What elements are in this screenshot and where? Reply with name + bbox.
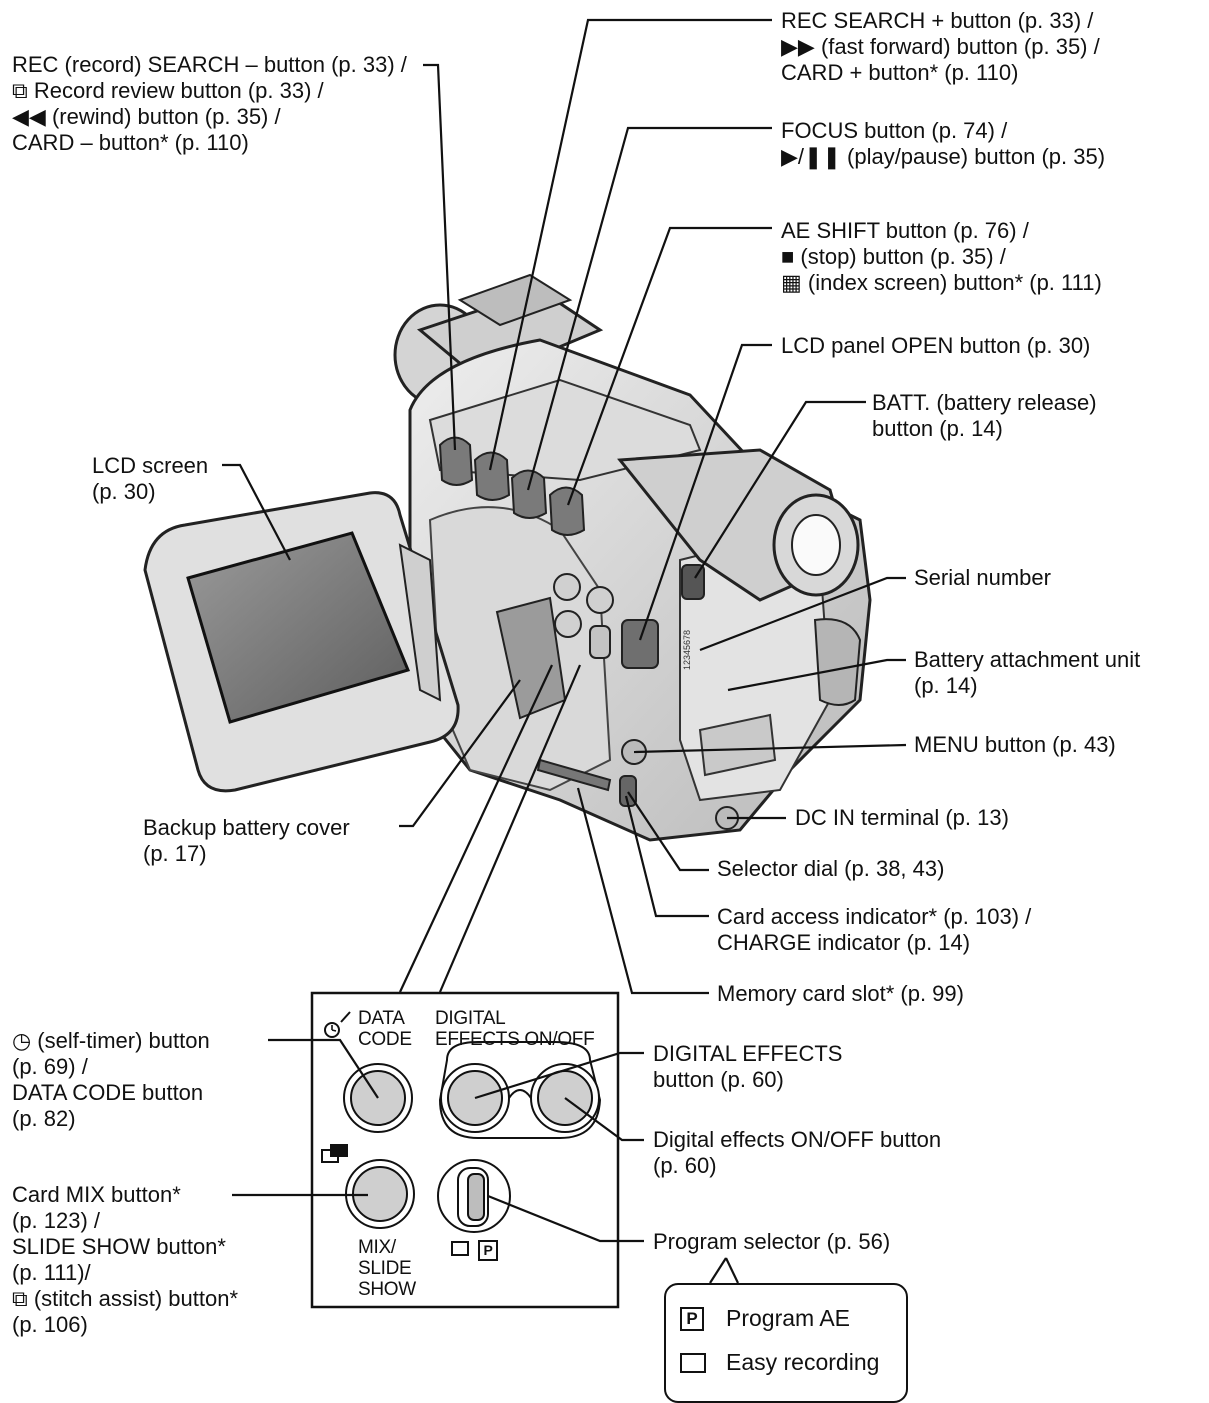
button-panel-inset [310,991,620,1309]
label-line: CARD + button* (p. 110) [781,60,1019,85]
panel-mix-text: MIX/ SLIDE SHOW [358,1237,416,1300]
label-card-mix: Card MIX button* (p. 123) / SLIDE SHOW b… [12,1182,238,1338]
legend-easy-label: Easy recording [726,1349,880,1375]
label-line: (p. 123) / [12,1208,101,1233]
easy-recording-icon [680,1352,706,1373]
label-line: LCD panel OPEN button (p. 30) [781,333,1091,358]
label-line: CHARGE indicator (p. 14) [717,930,971,955]
label-digital-onoff: Digital effects ON/OFF button (p. 60) [653,1127,941,1179]
label-line: REC (record) SEARCH – button (p. 33) / [12,52,407,77]
camera-body: 12345678 [408,338,872,842]
panel-line: DIGITAL [435,1008,506,1029]
label-line: SLIDE SHOW button* [12,1234,226,1259]
label-digital-effects: DIGITAL EFFECTS button (p. 60) [653,1041,842,1093]
inset-leader-lines [232,1038,739,1284]
label-line: ■ (stop) button (p. 35) / [781,244,1006,269]
label-line: ▦ (index screen) button* (p. 111) [781,270,1102,295]
label-focus: FOCUS button (p. 74) / ▶/❚❚ (play/pause)… [781,118,1105,170]
label-menu: MENU button (p. 43) [914,732,1116,758]
label-selector-dial: Selector dial (p. 38, 43) [717,856,944,882]
label-line: Digital effects ON/OFF button [653,1127,942,1152]
label-line: (p. 111)/ [12,1260,91,1285]
leader-lines [222,18,907,995]
label-line: LCD screen [92,453,209,478]
label-line: ▶/❚❚ (play/pause) button (p. 35) [781,144,1106,169]
panel-line: MIX/ [358,1237,396,1258]
label-line: (p. 82) [12,1106,76,1131]
label-line: BATT. (battery release) [872,390,1097,415]
panel-line: SHOW [358,1279,416,1300]
label-line: CARD – button* (p. 110) [12,130,249,155]
label-line: Memory card slot* (p. 99) [717,981,964,1006]
label-line: Selector dial (p. 38, 43) [717,856,945,881]
panel-p-mark: P [478,1240,498,1261]
label-line: DC IN terminal (p. 13) [795,805,1009,830]
legend-row-program-ae: P Program AE [680,1305,850,1332]
label-line: ◷ (self-timer) button [12,1028,210,1053]
label-line: (p. 69) / [12,1054,88,1079]
label-rec-search-plus: REC SEARCH + button (p. 33) / ▶▶ (fast f… [781,8,1100,86]
panel-digital-effects-text: DIGITAL EFFECTS ON/OFF [435,1008,595,1050]
program-legend: P Program AE Easy recording [664,1283,908,1403]
label-line: Program selector (p. 56) [653,1229,891,1254]
panel-line: CODE [358,1029,412,1050]
label-line: Backup battery cover [143,815,350,840]
label-self-timer: ◷ (self-timer) button (p. 69) / DATA COD… [12,1028,210,1132]
lens-barrel [393,273,604,407]
label-batt: BATT. (battery release) button (p. 14) [872,390,1097,442]
label-line: (p. 17) [143,841,207,866]
label-line: Card access indicator* (p. 103) / [717,904,1032,929]
svg-text:12345678: 12345678 [682,630,692,670]
label-line: ⧉ (stitch assist) button* [12,1286,239,1311]
label-program-selector: Program selector (p. 56) [653,1229,890,1255]
label-line: FOCUS button (p. 74) / [781,118,1008,143]
label-backup-battery: Backup battery cover (p. 17) [143,815,350,867]
label-line: MENU button (p. 43) [914,732,1116,757]
label-line: DATA CODE button [12,1080,204,1105]
label-line: (p. 106) [12,1312,88,1337]
label-rec-search-minus: REC (record) SEARCH – button (p. 33) / ⧉… [12,52,407,156]
label-card-access: Card access indicator* (p. 103) / CHARGE… [717,904,1031,956]
panel-data-code-text: DATA CODE [358,1008,412,1050]
panel-line: EFFECTS ON/OFF [435,1029,595,1050]
label-line: DIGITAL EFFECTS [653,1041,843,1066]
panel-line: SLIDE [358,1258,412,1279]
label-line: ◀◀ (rewind) button (p. 35) / [12,104,281,129]
label-line: button (p. 60) [653,1067,784,1092]
lcd-panel [143,491,460,793]
program-p-icon: P [680,1306,704,1331]
label-line: REC SEARCH + button (p. 33) / [781,8,1094,33]
label-lcd-screen: LCD screen (p. 30) [92,453,208,505]
label-line: Serial number [914,565,1051,590]
label-line: (p. 60) [653,1153,717,1178]
panel-line: DATA [358,1008,405,1029]
label-line: (p. 30) [92,479,156,504]
label-dc-in: DC IN terminal (p. 13) [795,805,1009,831]
label-lcd-open: LCD panel OPEN button (p. 30) [781,333,1090,359]
label-serial-number: Serial number [914,565,1051,591]
label-battery-unit: Battery attachment unit (p. 14) [914,647,1140,699]
label-memory-slot: Memory card slot* (p. 99) [717,981,964,1007]
label-line: Battery attachment unit [914,647,1141,672]
label-line: button (p. 14) [872,416,1003,441]
label-line: ⧉ Record review button (p. 33) / [12,78,324,103]
legend-row-easy: Easy recording [680,1349,879,1376]
label-line: (p. 14) [914,673,978,698]
label-line: Card MIX button* [12,1182,181,1207]
label-line: AE SHIFT button (p. 76) / [781,218,1029,243]
label-ae-shift: AE SHIFT button (p. 76) / ■ (stop) butto… [781,218,1102,296]
legend-program-ae-label: Program AE [726,1305,850,1331]
label-line: ▶▶ (fast forward) button (p. 35) / [781,34,1100,59]
